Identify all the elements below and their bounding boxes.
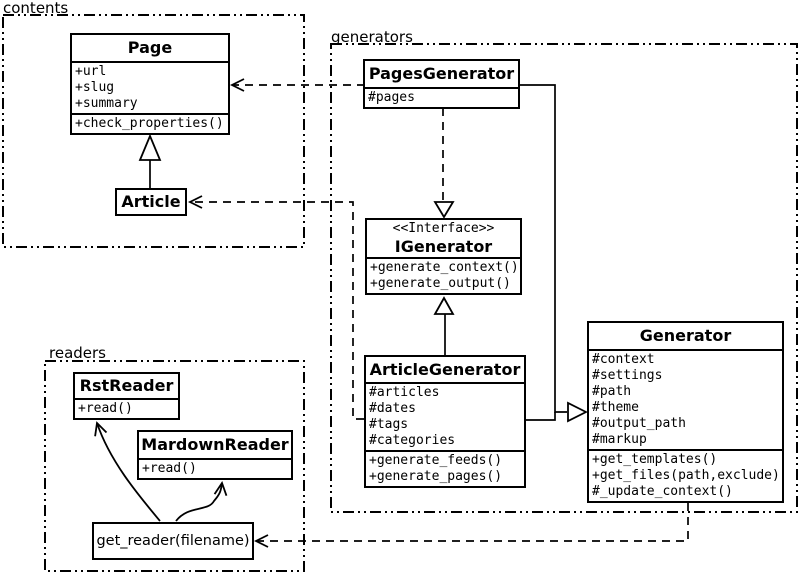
method: +generate_output() (370, 276, 511, 291)
attribute: #tags (369, 417, 409, 432)
class-page-methods: +check_properties() (72, 113, 228, 133)
attribute: #dates (369, 401, 416, 416)
class-page-attributes: +url +slug +summary (72, 61, 228, 113)
attribute: #context (592, 352, 655, 367)
class-rstreader-methods: +read() (75, 398, 178, 418)
package-readers-border (44, 360, 305, 572)
attribute: +slug (75, 80, 115, 95)
class-articlegenerator-attributes: #articles #dates #tags #categories (366, 382, 524, 450)
package-label-contents: contents (3, 0, 69, 17)
method: +read() (78, 401, 133, 416)
class-igenerator-header: <<Interface>> IGenerator (367, 220, 520, 257)
attribute: #theme (592, 400, 639, 415)
method: +generate_feeds() (369, 453, 503, 468)
class-igenerator: <<Interface>> IGenerator +generate_conte… (365, 218, 522, 295)
class-page: Page +url +slug +summary +check_properti… (70, 33, 230, 135)
class-pagesgenerator: PagesGenerator #pages (363, 59, 520, 109)
attribute: #pages (368, 90, 415, 105)
class-article: Article (115, 188, 187, 216)
edge-articlegenerator-to-article (187, 195, 364, 420)
method: +get_templates() (592, 452, 718, 467)
class-rstreader: RstReader +read() (73, 372, 180, 420)
class-pagesgenerator-title: PagesGenerator (368, 64, 515, 83)
generalization-triangle-page (138, 133, 162, 161)
package-label-generators: generators (331, 28, 413, 46)
attribute: #path (592, 384, 632, 399)
method: +generate_pages() (369, 469, 503, 484)
edge-generator-to-getreader (253, 503, 689, 548)
generalization-triangle-generator (567, 401, 589, 423)
class-rstreader-title: RstReader (79, 376, 174, 395)
class-mardownreader-title: MardownReader (141, 435, 289, 454)
package-generators-border (330, 43, 798, 513)
class-generator: Generator #context #settings #path #them… (587, 321, 784, 503)
generalization-triangle-igenerator (433, 296, 455, 315)
method: +get_files(path,exclude) (592, 468, 780, 483)
class-article-title: Article (121, 192, 181, 211)
class-igenerator-methods: +generate_context() +generate_output() (367, 257, 520, 293)
method: +generate_context() (370, 260, 519, 275)
attribute: #settings (592, 368, 663, 383)
attribute: #articles (369, 385, 440, 400)
class-generator-attributes: #context #settings #path #theme #output_… (589, 349, 782, 449)
method: #_update_context() (592, 484, 733, 499)
attribute: +url (75, 64, 107, 79)
attribute: #markup (592, 432, 647, 447)
package-contents-border (2, 14, 305, 248)
class-generator-methods: +get_templates() +get_files(path,exclude… (589, 449, 782, 501)
class-mardownreader-methods: +read() (139, 458, 291, 478)
method: +check_properties() (75, 116, 224, 131)
method: +read() (142, 461, 197, 476)
class-page-title: Page (127, 38, 173, 57)
class-igenerator-title: IGenerator (394, 237, 493, 256)
edge-articlegenerator-to-generator (526, 412, 556, 421)
realization-triangle-igenerator (433, 201, 455, 219)
edge-getreader-to-rstreader (94, 421, 161, 522)
class-articlegenerator-title: ArticleGenerator (369, 360, 521, 379)
function-get-reader: get_reader(filename) (92, 522, 254, 560)
class-generator-title: Generator (639, 326, 732, 345)
class-igenerator-stereotype: <<Interface>> (392, 221, 495, 236)
class-articlegenerator-methods: +generate_feeds() +generate_pages() (366, 450, 524, 486)
edge-getreader-to-mardownreader (175, 481, 228, 522)
package-label-readers: readers (49, 344, 106, 362)
attribute: +summary (75, 96, 138, 111)
class-articlegenerator: ArticleGenerator #articles #dates #tags … (364, 355, 526, 488)
attribute: #output_path (592, 416, 686, 431)
class-pagesgenerator-attributes: #pages (365, 87, 518, 107)
attribute: #categories (369, 433, 456, 448)
class-mardownreader: MardownReader +read() (137, 430, 293, 480)
edge-pagesgenerator-to-generator (520, 84, 567, 413)
